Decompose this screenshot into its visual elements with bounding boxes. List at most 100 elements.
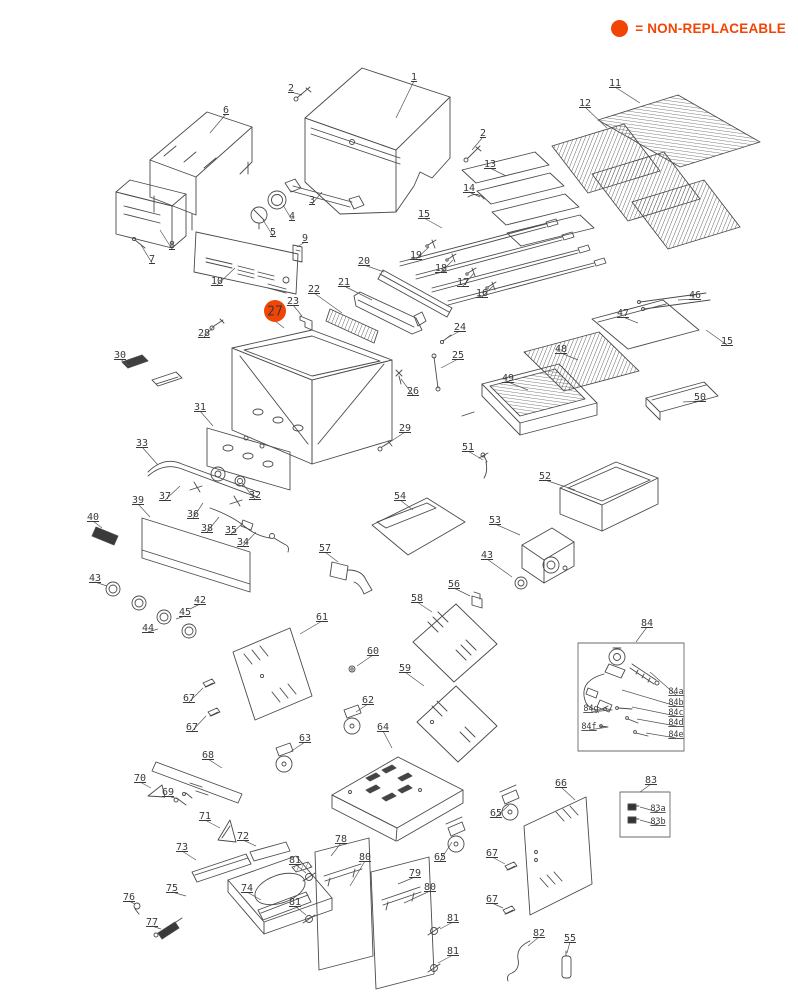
part-61-side-panel-shape <box>232 627 313 721</box>
part-81-latches-shape <box>302 872 441 973</box>
svg-text:78: 78 <box>335 834 347 845</box>
part-label-74: 74 <box>241 883 262 901</box>
part-label-30: 30 <box>114 350 131 367</box>
part-49-infrared-burner-shape <box>461 363 598 436</box>
part-label-31: 31 <box>194 402 214 427</box>
part-60-screw-shape <box>348 665 356 673</box>
part-label-53: 53 <box>489 515 521 536</box>
svg-text:81: 81 <box>447 913 459 924</box>
svg-text:2: 2 <box>288 83 294 94</box>
part-66-side-panel-shape <box>523 796 593 916</box>
part-label-72: 72 <box>237 831 257 847</box>
part-label-77: 77 <box>146 917 162 930</box>
svg-text:15: 15 <box>721 336 733 347</box>
part-label-50: 50 <box>682 392 706 403</box>
part-label-84: 84 <box>635 618 653 643</box>
part-label-9: 9 <box>296 233 308 248</box>
svg-text:69: 69 <box>162 787 174 798</box>
svg-text:84e: 84e <box>668 730 683 740</box>
part-label-84d: 84d <box>636 718 684 728</box>
part-46-rods-shape <box>637 292 711 311</box>
part-label-56: 56 <box>448 579 471 597</box>
part-label-68: 68 <box>202 750 223 769</box>
part-label-83b: 83b <box>639 817 666 827</box>
svg-text:62: 62 <box>362 695 374 706</box>
part-label-43: 43 <box>481 550 513 578</box>
svg-text:49: 49 <box>502 373 514 384</box>
part-51-igniter-shape <box>478 452 489 479</box>
svg-text:13: 13 <box>484 159 496 170</box>
part-65-casters-shape <box>445 784 520 853</box>
part-25-rod-shape <box>431 353 441 392</box>
part-30-clips-shape <box>121 354 183 387</box>
svg-text:42: 42 <box>194 595 206 606</box>
part-label-79: 79 <box>397 868 421 885</box>
svg-text:60: 60 <box>367 646 379 657</box>
svg-text:3: 3 <box>309 195 315 206</box>
part-42-45-knobs-shape <box>105 581 197 639</box>
svg-text:64: 64 <box>377 722 389 733</box>
svg-text:55: 55 <box>564 933 576 944</box>
svg-text:7: 7 <box>149 254 155 265</box>
part-label-78: 78 <box>330 834 347 857</box>
svg-text:36: 36 <box>187 509 199 520</box>
part-label-61: 61 <box>299 612 328 635</box>
part-7-screw-shape <box>131 236 146 249</box>
svg-text:34: 34 <box>237 537 249 548</box>
part-label-81: 81 <box>289 855 307 874</box>
part-77-bolt-shape <box>153 917 183 940</box>
svg-text:80: 80 <box>359 852 371 863</box>
part-label-81: 81 <box>439 913 459 930</box>
part-20-beam-shape <box>377 269 453 318</box>
part-label-84a: 84a <box>649 671 684 697</box>
part-label-35: 35 <box>225 522 244 536</box>
svg-text:22: 22 <box>308 284 320 295</box>
svg-text:51: 51 <box>462 442 474 453</box>
part-label-69: 69 <box>162 787 179 800</box>
svg-text:82: 82 <box>533 928 545 939</box>
part-16-19-clips-shape <box>425 239 497 291</box>
svg-text:48: 48 <box>555 344 567 355</box>
part-67-clips-shape <box>202 678 518 915</box>
svg-text:12: 12 <box>579 98 591 109</box>
part-68-cross-bar-shape <box>151 761 243 804</box>
svg-text:84d: 84d <box>668 718 683 728</box>
svg-text:65: 65 <box>490 808 502 819</box>
part-58-panel-shape <box>412 603 498 683</box>
svg-text:84b: 84b <box>668 698 683 708</box>
part-4-bezel-ring-shape <box>267 190 287 210</box>
part-label-11: 11 <box>609 78 641 104</box>
part-label-54: 54 <box>394 491 414 511</box>
svg-text:4: 4 <box>289 211 295 222</box>
part-label-75: 75 <box>166 883 187 897</box>
svg-text:20: 20 <box>358 256 370 267</box>
part-label-8: 8 <box>159 229 175 251</box>
part-13-heat-plates-shape <box>461 151 595 247</box>
part-24-screw-shape <box>439 334 452 345</box>
part-10-back-panel-shape <box>193 231 299 295</box>
part-label-33: 33 <box>136 438 159 466</box>
part-label-62: 62 <box>355 695 374 713</box>
svg-text:23: 23 <box>287 296 299 307</box>
part-label-67: 67 <box>486 848 506 865</box>
part-label-10: 10 <box>211 267 236 287</box>
part-label-84c: 84c <box>631 706 684 718</box>
svg-text:33: 33 <box>136 438 148 449</box>
part-70-bracket-shape <box>147 784 166 798</box>
part-label-23: 23 <box>287 296 303 317</box>
part-label-3: 3 <box>309 191 323 206</box>
part-3-handle-shape <box>284 178 365 210</box>
part-label-39: 39 <box>132 495 151 518</box>
part-2-screws-shape <box>293 86 482 163</box>
svg-text:59: 59 <box>399 663 411 674</box>
svg-text:84f: 84f <box>581 722 596 732</box>
svg-text:25: 25 <box>452 350 464 361</box>
svg-text:83b: 83b <box>650 817 665 827</box>
part-label-55: 55 <box>564 933 576 954</box>
svg-text:28: 28 <box>198 328 210 339</box>
part-79-door-shape <box>370 856 435 990</box>
part-label-21: 21 <box>338 277 373 301</box>
svg-text:67: 67 <box>486 894 498 905</box>
